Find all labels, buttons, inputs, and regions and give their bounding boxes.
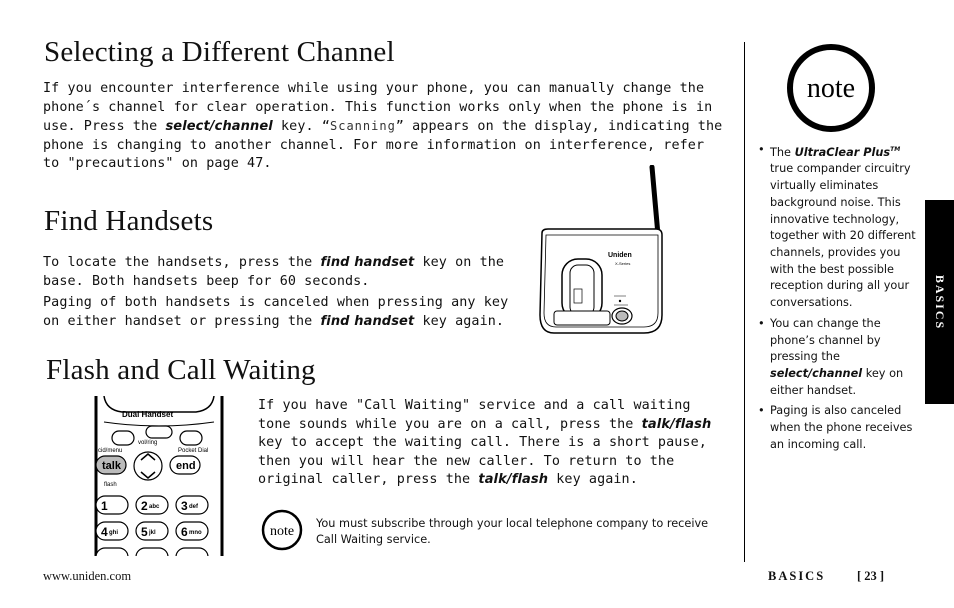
find-handset-key: find handset [320, 255, 415, 270]
sidebar-item: You can change the phone’s channel by pr… [758, 316, 918, 400]
sidebar-item-2-post: key on either handset. [770, 366, 904, 397]
find-text-1a: To locate the handsets, press the [43, 255, 321, 270]
lcd-scanning-text: Scanning [330, 119, 396, 134]
find-text-2a: Paging of both handsets is canceled when… [43, 295, 509, 329]
section-title-flash: Flash and Call Waiting [46, 354, 316, 386]
note-large-label: note [807, 73, 855, 104]
keypad-2: 2 [141, 499, 148, 513]
footer-page-number: [ 23 ] [857, 569, 885, 583]
flash-text-3: key again. [548, 472, 638, 488]
keypad-3-letters: def [189, 504, 199, 510]
keypad-6: 6 [181, 525, 188, 539]
trademark-mark: TM [890, 146, 901, 153]
keypad-4: 4 [101, 525, 108, 539]
side-tab-label-wrap: BASICS [925, 200, 954, 404]
cid-menu-label: cid/menu [98, 448, 122, 454]
footer-url: www.uniden.com [43, 569, 132, 583]
select-channel-term: select/channel [770, 366, 863, 380]
call-waiting-note: You must subscribe through your local te… [316, 517, 709, 546]
channel-paragraph: If you encounter interference while usin… [43, 80, 723, 174]
base-model: X-Series [615, 261, 630, 266]
section-title-channel: Selecting a Different Channel [44, 36, 395, 68]
find-paragraphs: To locate the handsets, press the find h… [43, 254, 513, 331]
vol-ring-label: vol/ring [138, 440, 157, 446]
find-handset-key-2: find handset [320, 313, 415, 329]
sidebar-item: Paging is also canceled when the phone r… [758, 403, 918, 453]
sidebar-item-1-post: true compander circuitry virtually elimi… [770, 162, 916, 310]
sidebar-note-list: The UltraClear PlusTM true compander cir… [758, 142, 918, 457]
footer-section-name: BASICS [768, 569, 826, 583]
flash-label: flash [104, 482, 117, 488]
keypad-1: 1 [101, 499, 108, 513]
side-tab-label: BASICS [933, 274, 948, 330]
note-icon-large: note [787, 44, 875, 132]
ultraclear-plus-term: UltraClear Plus [794, 145, 891, 159]
sidebar-item-3-text: Paging is also canceled when the phone r… [770, 404, 913, 451]
channel-text-1: If you encounter interference while usin… [43, 81, 713, 135]
note-icon-small: note [261, 509, 303, 551]
section-side-tab [925, 200, 954, 404]
find-text-2b: key again. [414, 313, 505, 329]
flash-text-2: key to accept the waiting call. There is… [258, 435, 707, 488]
sidebar-item-1-pre: The [770, 145, 795, 159]
channel-text-3: ” appears on the display, indicating the… [43, 119, 723, 172]
sidebar-item: The UltraClear PlusTM true compander cir… [758, 142, 918, 312]
pocket-dial-label: Pocket Dial [178, 448, 208, 454]
channel-text-2: key. “ [272, 119, 330, 135]
section-title-find: Find Handsets [44, 205, 214, 237]
flash-paragraph: If you have "Call Waiting" service and a… [258, 397, 728, 490]
keypad-2-letters: abc [149, 504, 160, 510]
base-brand: Uniden [608, 252, 632, 259]
note-small-label: note [270, 524, 294, 539]
flash-text-1: If you have "Call Waiting" service and a… [258, 398, 691, 432]
sidebar-item-2-pre: You can change the phone’s channel by pr… [770, 316, 881, 364]
keypad-5: 5 [141, 525, 148, 539]
handset-illustration: Dual Handset cid/menu vol/ring Pocket Di… [94, 396, 224, 556]
end-key-label: end [176, 460, 196, 472]
talk-flash-key-2: talk/flash [478, 472, 549, 488]
column-divider [744, 42, 745, 562]
find-paragraph-2: Paging of both handsets is canceled when… [43, 294, 513, 331]
keypad-5-letters: jkl [148, 530, 156, 536]
select-channel-key: select/channel [165, 119, 273, 135]
talk-flash-key: talk/flash [641, 416, 712, 432]
base-unit-illustration: Uniden X-Series [539, 165, 663, 334]
talk-key-label: talk [102, 460, 122, 472]
find-text-1b: key on the base. Both handsets beep for … [43, 255, 505, 289]
keypad-6-letters: mno [189, 530, 202, 536]
keypad-4-letters: ghi [109, 530, 118, 536]
handset-model: Dual Handset [122, 410, 173, 419]
keypad-3: 3 [181, 499, 188, 513]
find-paragraph-1: To locate the handsets, press the find h… [43, 254, 513, 291]
